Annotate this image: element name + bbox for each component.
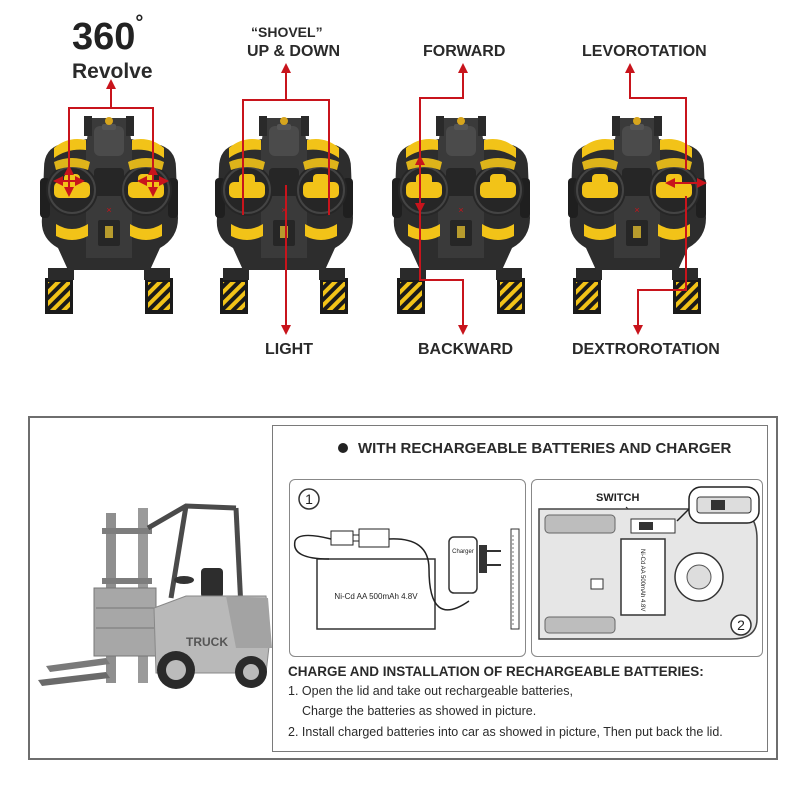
revolve-label: Revolve	[72, 60, 153, 83]
charger-label: Charger	[452, 549, 474, 555]
revolve-indicator-lines	[53, 79, 169, 197]
revolve-number: 360	[72, 16, 136, 58]
step2-diagram	[531, 479, 763, 657]
charge-install-title: CHARGE AND INSTALLATION OF RECHARGEABLE …	[288, 664, 704, 679]
instruction-line-2: Charge the batteries as showed in pictur…	[302, 704, 537, 718]
degree-symbol: °	[135, 12, 144, 34]
step1-number: 1	[305, 491, 313, 507]
remote-control-shovel	[214, 115, 354, 315]
charger-icon	[448, 536, 478, 594]
shovel-label: “SHOVEL”	[251, 24, 323, 40]
battery-pack-icon	[316, 558, 436, 630]
header-text: WITH RECHARGEABLE BATTERIES AND CHARGER	[358, 440, 732, 457]
revolve-big-label: 360°	[72, 12, 143, 59]
forward-label: FORWARD	[423, 43, 506, 60]
levorotation-label: LEVOROTATION	[582, 43, 707, 60]
battery-in-car-label: Ni-Cd AA 500mAh 4.8V	[639, 549, 645, 611]
up-down-label: UP & DOWN	[247, 43, 341, 60]
switch-icon	[639, 522, 653, 530]
remote-controls-illustration: ×	[39, 63, 707, 335]
bullet-icon	[338, 443, 348, 454]
step2-number: 2	[737, 617, 745, 633]
battery-instructions-box	[272, 425, 768, 752]
forklift-decal: TRUCK	[186, 635, 228, 649]
instructions-header: WITH RECHARGEABLE BATTERIES AND CHARGER	[338, 440, 731, 457]
instruction-line-1: 1. Open the lid and take out rechargeabl…	[288, 684, 573, 698]
switch-label: SWITCH	[596, 492, 639, 504]
step1-diagram	[289, 479, 526, 657]
rotate-indicator-lines	[625, 63, 707, 335]
charging-diagram: 1 Ni-Cd AA 500mAh 4.8V Charger	[293, 488, 520, 630]
remote-control-drive	[391, 115, 531, 315]
light-label: LIGHT	[265, 341, 313, 358]
shovel-indicator-lines	[242, 63, 330, 335]
battery-label: Ni-Cd AA 500mAh 4.8V	[334, 592, 418, 601]
forklift-image: TRUCK	[38, 503, 272, 689]
dextrorotation-label: DEXTROROTATION	[572, 341, 720, 358]
backward-label: BACKWARD	[418, 341, 514, 358]
instruction-line-3: 2. Install charged batteries into car as…	[288, 725, 723, 739]
drive-indicator-lines	[415, 63, 468, 335]
remote-control-revolve	[39, 115, 179, 315]
installation-diagram: SWITCH Ni-Cd AA 500mAh 4.8V 2	[538, 486, 760, 640]
